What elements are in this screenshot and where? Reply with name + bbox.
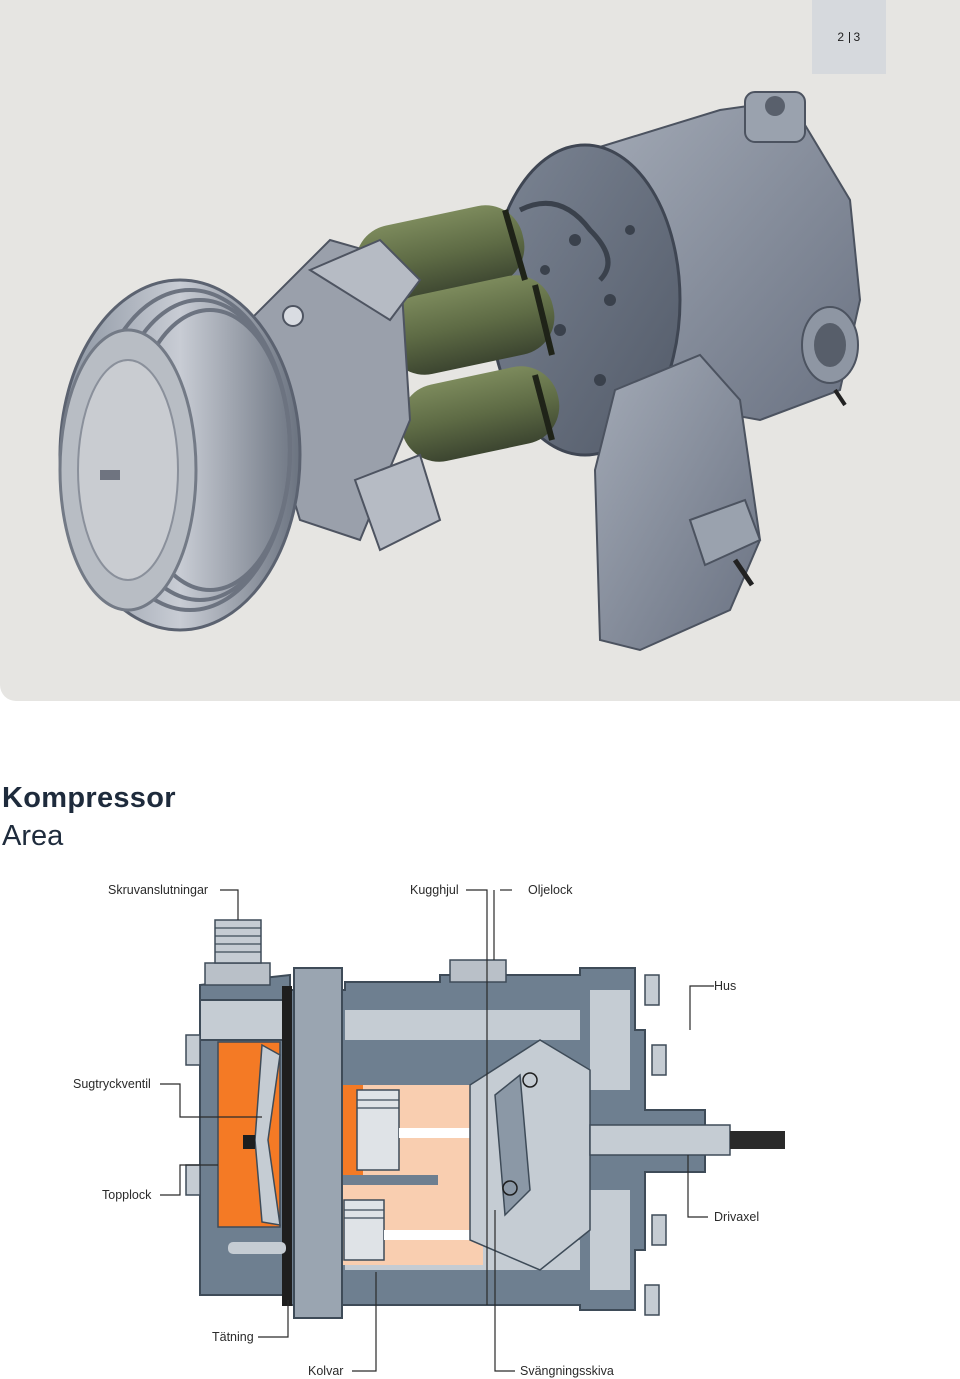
label-topplock: Topplock: [102, 1188, 152, 1202]
compressor-render-icon: [58, 91, 862, 652]
label-oljelock: Oljelock: [528, 883, 573, 897]
label-kolvar: Kolvar: [308, 1364, 343, 1378]
label-sugtryckventil: Sugtryckventil: [73, 1077, 151, 1091]
label-svangningsskiva: Svängningsskiva: [520, 1364, 614, 1378]
seal: [282, 986, 292, 1306]
page-number: 2 3: [812, 0, 886, 74]
label-skruvanslutningar: Skruvanslutningar: [108, 883, 208, 897]
page-number-right: 3: [853, 30, 861, 44]
bolts: [185, 974, 667, 1316]
label-drivaxel: Drivaxel: [714, 1210, 759, 1224]
front-plate: [293, 967, 343, 1319]
leader-lines: [160, 889, 714, 1372]
page-number-left: 2: [837, 30, 845, 44]
hero-image: [0, 0, 960, 701]
label-kugghjul: Kugghjul: [410, 883, 459, 897]
pistons: [343, 1089, 499, 1261]
label-hus: Hus: [714, 979, 736, 993]
swash-plate: [469, 1039, 591, 1271]
page-title: Kompressor: [2, 782, 176, 814]
suction-valve: [217, 1041, 286, 1254]
page-number-divider: [848, 31, 850, 43]
label-tatning: Tätning: [212, 1330, 254, 1344]
compressor-cross-section-diagram: Skruvanslutningar Kugghjul Oljelock Hus …: [73, 883, 785, 1378]
screw-connection: [204, 919, 507, 986]
drive-shaft: [589, 1124, 785, 1156]
page-subtitle: Area: [2, 820, 64, 852]
